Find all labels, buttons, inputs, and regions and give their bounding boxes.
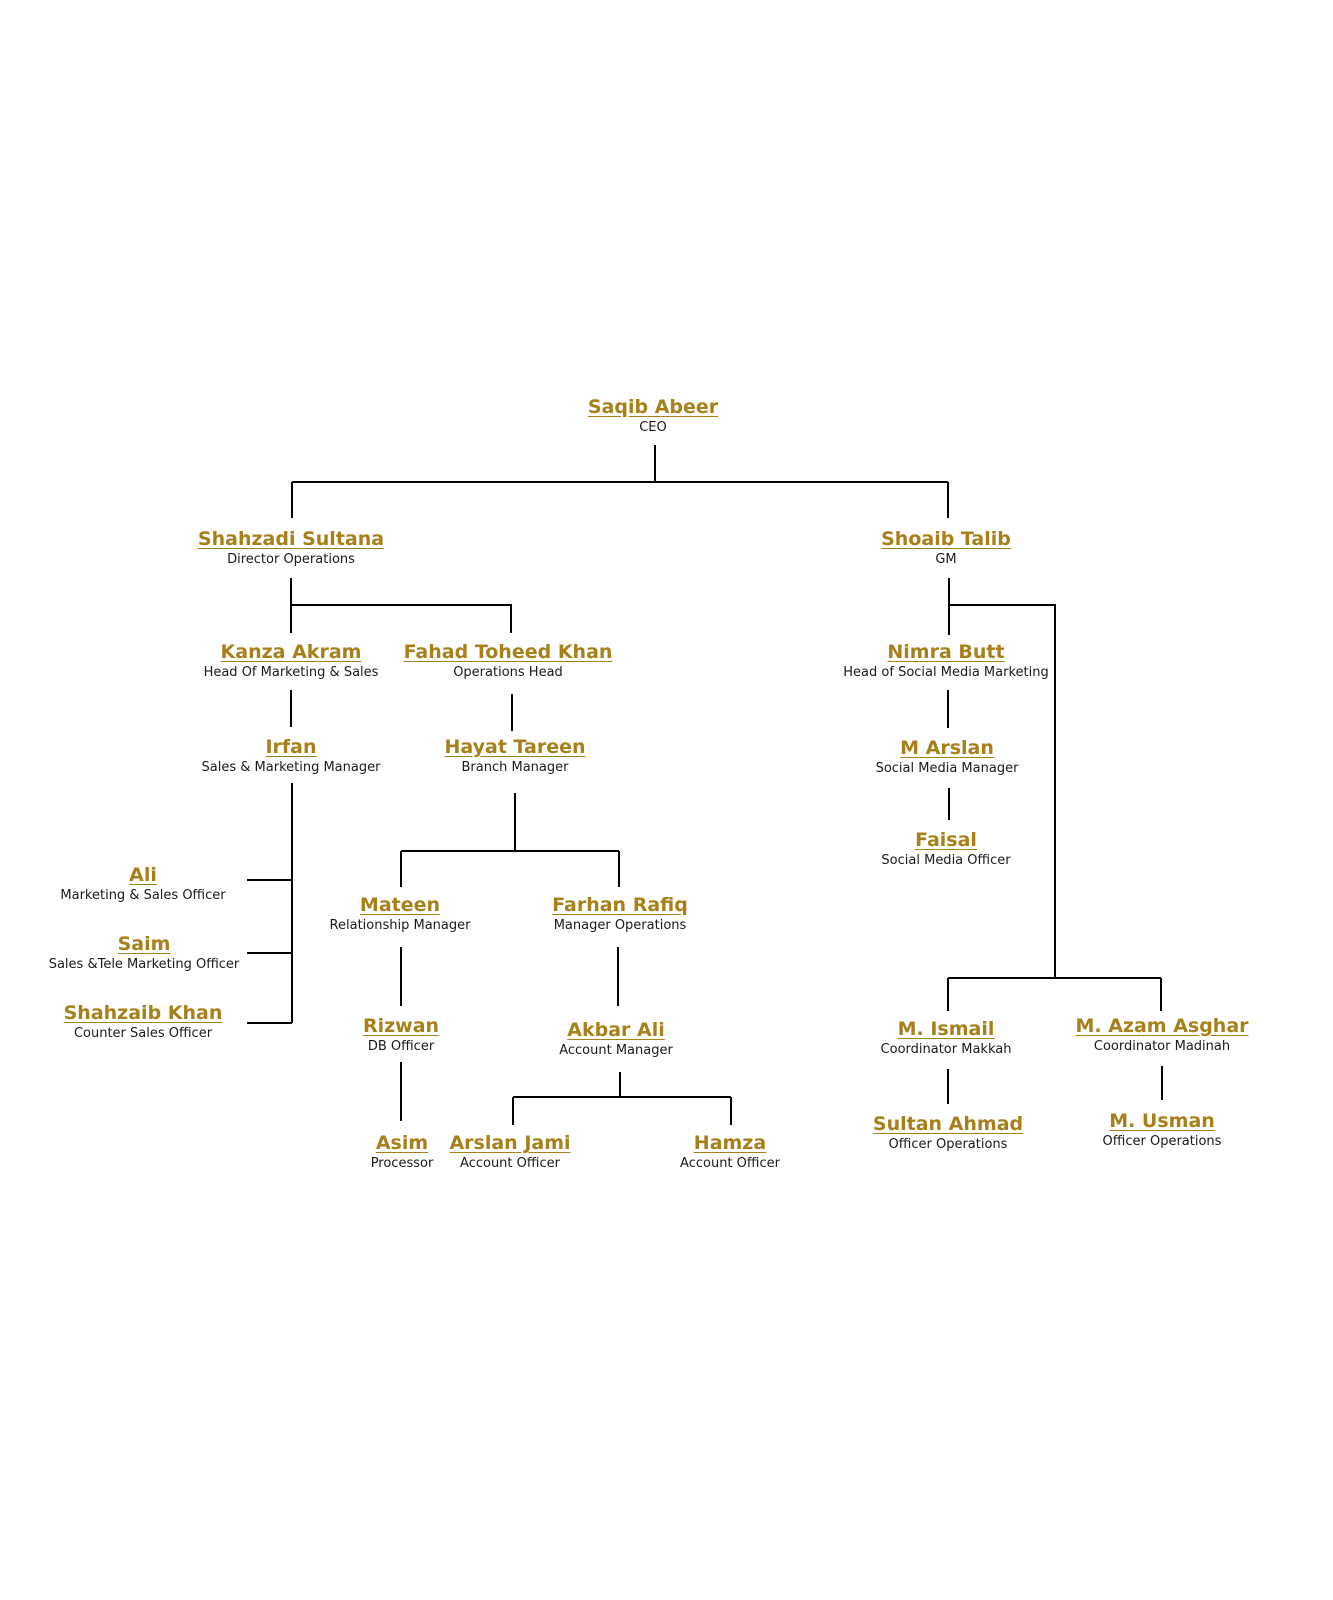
job-title: Account Officer (460, 1156, 560, 1171)
person-name-link[interactable]: Asim (375, 1132, 429, 1154)
job-title: Coordinator Makkah (880, 1042, 1012, 1057)
job-title: Branch Manager (461, 760, 569, 775)
org-node-rizwan: Rizwan DB Officer (363, 1014, 439, 1055)
connector-ceo (291, 445, 949, 518)
job-title: Account Manager (559, 1043, 673, 1058)
person-name-link[interactable]: M. Ismail (897, 1018, 995, 1040)
job-title: Social Media Officer (881, 853, 1011, 868)
person-name-link[interactable]: Shoaib Talib (881, 528, 1011, 550)
job-title: Sales &Tele Marketing Officer (48, 957, 240, 972)
person-name-link[interactable]: Ali (129, 864, 157, 886)
job-title: Operations Head (453, 665, 563, 680)
job-title: GM (935, 552, 957, 567)
person-name-link[interactable]: Nimra Butt (887, 641, 1005, 663)
job-title: Relationship Manager (329, 918, 471, 933)
job-title: Officer Operations (1102, 1134, 1222, 1149)
job-title: DB Officer (367, 1039, 435, 1054)
person-name-link[interactable]: Saqib Abeer (587, 396, 719, 418)
connector-director-operations (290, 578, 512, 633)
person-name-link[interactable]: Hayat Tareen (444, 736, 586, 758)
connector-coordinators (947, 977, 1162, 1011)
person-name-link[interactable]: Rizwan (362, 1015, 440, 1037)
job-title: Coordinator Madinah (1093, 1039, 1231, 1054)
job-title: Officer Operations (888, 1137, 1008, 1152)
job-title: Director Operations (227, 552, 355, 567)
job-title: Marketing & Sales Officer (60, 888, 226, 903)
person-name-link[interactable]: Farhan Rafiq (552, 894, 688, 916)
job-title: Head Of Marketing & Sales (203, 665, 379, 680)
job-title: Sales & Marketing Manager (201, 760, 381, 775)
connector-gm (948, 578, 1056, 978)
connector-irfan-team (247, 783, 293, 1024)
person-name-link[interactable]: M Arslan (900, 737, 994, 759)
person-name-link[interactable]: Hamza (693, 1132, 767, 1154)
connector-akbar-team (512, 1072, 732, 1125)
job-title: Account Officer (680, 1156, 780, 1171)
person-name-link[interactable]: Arslan Jami (449, 1132, 571, 1154)
person-name-link[interactable]: Kanza Akram (220, 641, 362, 663)
job-title: Social Media Manager (875, 761, 1019, 776)
person-name-link[interactable]: Fahad Toheed Khan (403, 641, 613, 663)
person-name-link[interactable]: Shahzaib Khan (63, 1002, 223, 1024)
person-name-link[interactable]: M. Usman (1109, 1110, 1215, 1132)
person-name-link[interactable]: Faisal (915, 829, 977, 851)
job-title: CEO (639, 420, 667, 435)
connector-hayat-team (400, 793, 620, 887)
job-title: Manager Operations (553, 918, 687, 933)
person-name-link[interactable]: Irfan (265, 736, 317, 758)
person-name-link[interactable]: Mateen (359, 894, 441, 916)
person-name-link[interactable]: M. Azam Asghar (1075, 1015, 1249, 1037)
person-name-link[interactable]: Akbar Ali (567, 1019, 665, 1041)
job-title: Head of Social Media Marketing (843, 665, 1049, 680)
job-title: Counter Sales Officer (73, 1026, 213, 1041)
job-title: Processor (370, 1156, 434, 1171)
person-name-link[interactable]: Shahzadi Sultana (197, 528, 385, 550)
person-name-link[interactable]: Saim (117, 933, 171, 955)
person-name-link[interactable]: Sultan Ahmad (872, 1113, 1024, 1135)
